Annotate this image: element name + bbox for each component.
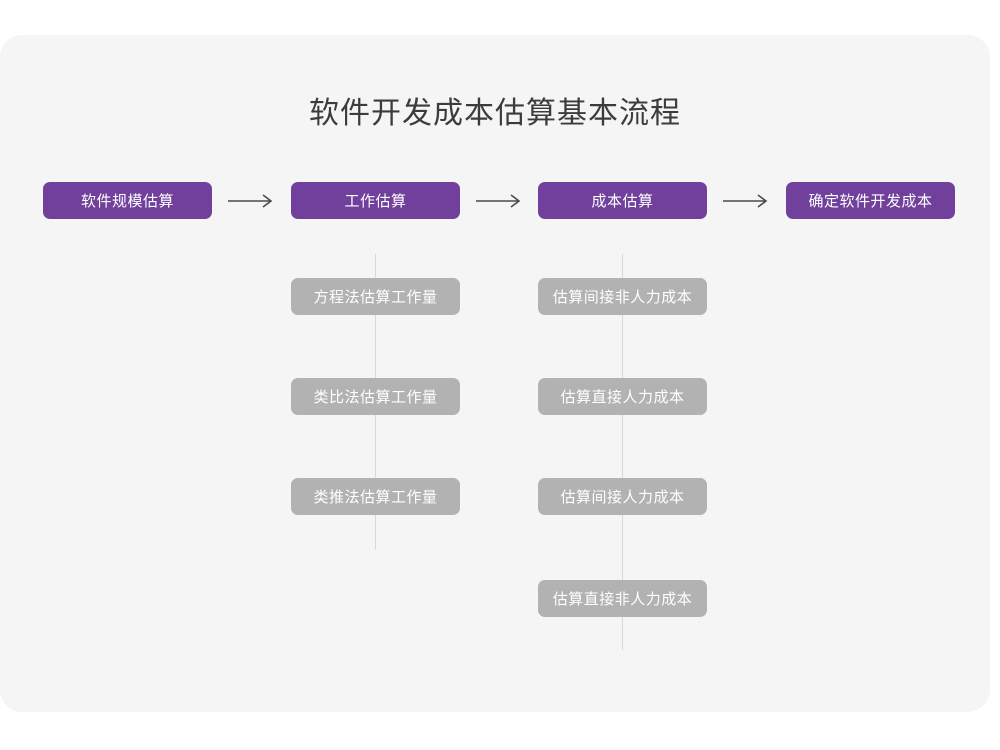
node-main-column-2[interactable]: 工作估算 <box>291 182 460 219</box>
node-sub-column-3-2[interactable]: 估算直接人力成本 <box>538 378 707 415</box>
arrow-1-icon <box>227 191 277 211</box>
node-sub-column-2-2[interactable]: 类比法估算工作量 <box>291 378 460 415</box>
connector-line-column-3 <box>622 254 623 650</box>
node-sub-column-3-3[interactable]: 估算间接人力成本 <box>538 478 707 515</box>
node-main-column-3[interactable]: 成本估算 <box>538 182 707 219</box>
node-sub-column-3-1[interactable]: 估算间接非人力成本 <box>538 278 707 315</box>
node-main-column-4[interactable]: 确定软件开发成本 <box>786 182 955 219</box>
diagram-card: 软件开发成本估算基本流程 软件规模估算 工作估算 成本估算 确定软件开发成本 方… <box>0 35 990 712</box>
node-sub-column-2-3[interactable]: 类推法估算工作量 <box>291 478 460 515</box>
node-main-column-1[interactable]: 软件规模估算 <box>43 182 212 219</box>
arrow-2-icon <box>475 191 525 211</box>
node-sub-column-3-4[interactable]: 估算直接非人力成本 <box>538 580 707 617</box>
page-title: 软件开发成本估算基本流程 <box>309 97 681 130</box>
node-sub-column-2-1[interactable]: 方程法估算工作量 <box>291 278 460 315</box>
arrow-3-icon <box>722 191 772 211</box>
